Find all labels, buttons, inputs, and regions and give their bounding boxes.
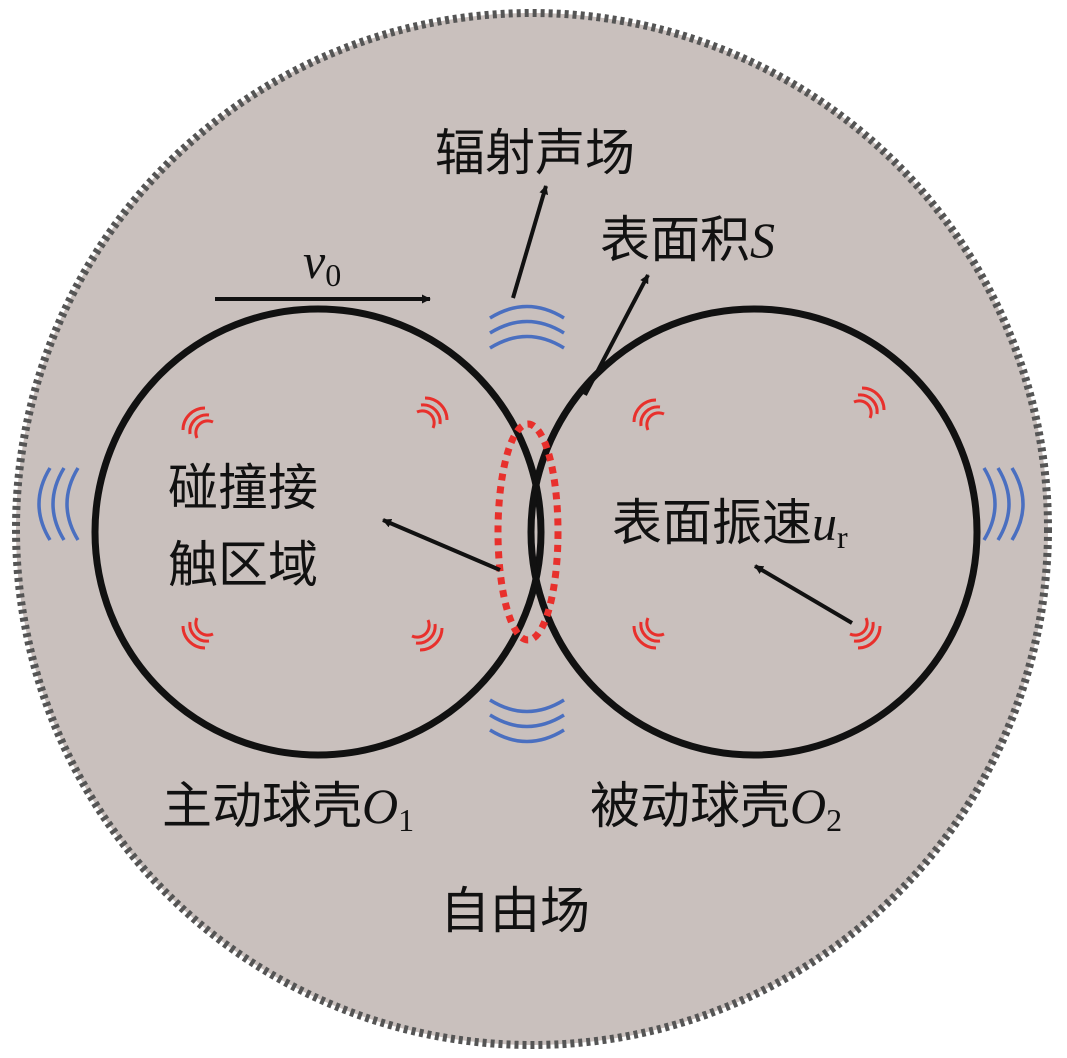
vibration-wave-icon: [181, 406, 214, 439]
surface-vibration-waves: [181, 386, 886, 652]
radiated-sound-field-label: 辐射声场: [435, 124, 635, 182]
vibration-wave-icon: [632, 617, 665, 650]
velocity-label: v0: [303, 233, 341, 293]
vibration-wave-icon: [411, 619, 444, 652]
surface-velocity-label: 表面振速ur: [612, 494, 848, 555]
sound-wave-bottom-icon: [489, 698, 565, 744]
free-field-label: 自由场: [440, 882, 590, 940]
contact-region-ellipse: [494, 420, 562, 644]
sound-wave-right-icon: [982, 467, 1025, 541]
surface-velocity-arrow: [753, 564, 854, 625]
vibration-wave-icon: [849, 617, 882, 650]
passive-shell-label: 被动球壳O2: [590, 777, 842, 838]
radiated-sound-waves: [37, 304, 1025, 744]
vibration-wave-icon: [853, 386, 886, 419]
surface-area-label: 表面积S: [600, 211, 775, 269]
contact-region-arrow: [382, 518, 501, 572]
sound-wave-top-icon: [489, 304, 565, 350]
vibration-wave-icon: [632, 398, 665, 431]
active-shell-label: 主动球壳O1: [162, 777, 414, 838]
vibration-wave-icon: [416, 396, 449, 429]
contact-region-label-line2: 触区域: [168, 536, 318, 594]
arrows: [215, 185, 854, 625]
sound-wave-left-icon: [37, 467, 80, 541]
active-shell-circle: [91, 305, 545, 759]
passive-shell-circle: [527, 305, 981, 759]
contact-region-label-line1: 碰撞接: [168, 459, 318, 517]
surface-area-arrow: [583, 274, 650, 396]
vibration-wave-icon: [181, 617, 214, 650]
radiated-field-arrow: [511, 185, 549, 299]
